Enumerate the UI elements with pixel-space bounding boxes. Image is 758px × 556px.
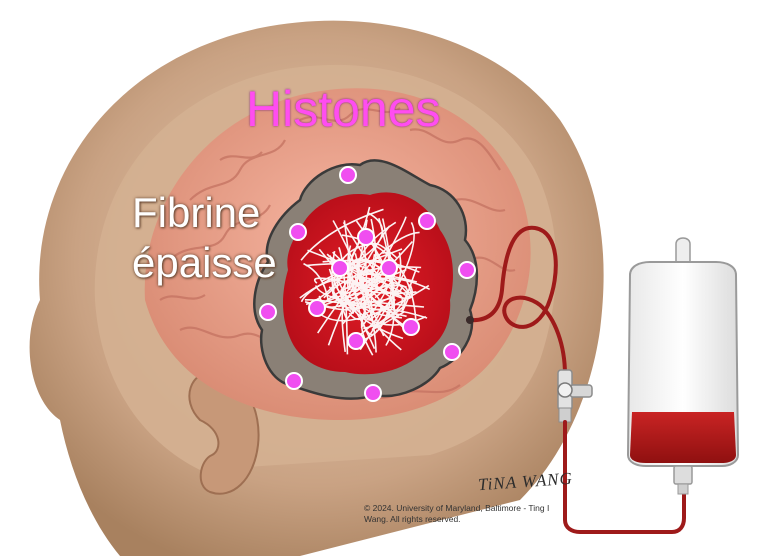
copyright-notice: © 2024. University of Maryland, Baltimor… [364,503,550,525]
fibrin-strand [359,218,392,342]
histone-dot [289,223,307,241]
fibrin-label: Fibrine épaisse [132,188,302,287]
histone-dot [259,303,277,321]
histone-dot [357,228,375,246]
histone-dot [458,261,476,279]
stopcock-valve-icon [557,369,593,423]
histone-dot [380,259,398,277]
drain-catheter [466,225,567,377]
histone-dot [285,372,303,390]
fibrin-strand [338,247,349,355]
histone-dot [347,332,365,350]
histones-label: Histones [246,81,441,137]
histone-dot [308,299,326,317]
histone-dots [259,166,476,402]
fibrin-strand [314,277,431,311]
iv-drainage-bag-icon [626,237,740,495]
fibrin-strand [317,231,420,334]
fibrin-strand [314,277,402,297]
histone-dot [331,259,349,277]
fibrin-label-line1: Fibrine [132,189,261,236]
histone-dot [364,384,382,402]
fibrin-strand [300,208,384,261]
fibrin-strand [356,221,400,317]
fibrin-strand [307,249,407,288]
fibrin-strand [378,217,396,346]
fibrin-strand [337,261,387,308]
histone-dot [402,318,420,336]
fibrin-strand [315,284,409,310]
fibrin-strand [327,225,391,346]
fibrin-label-line2: épaisse [132,238,277,286]
catheter-entry [466,316,474,324]
histone-dot [443,343,461,361]
drain-tubing [563,420,686,534]
histone-dot [339,166,357,184]
fibrin-strand [348,237,417,295]
histone-dot [418,212,436,230]
